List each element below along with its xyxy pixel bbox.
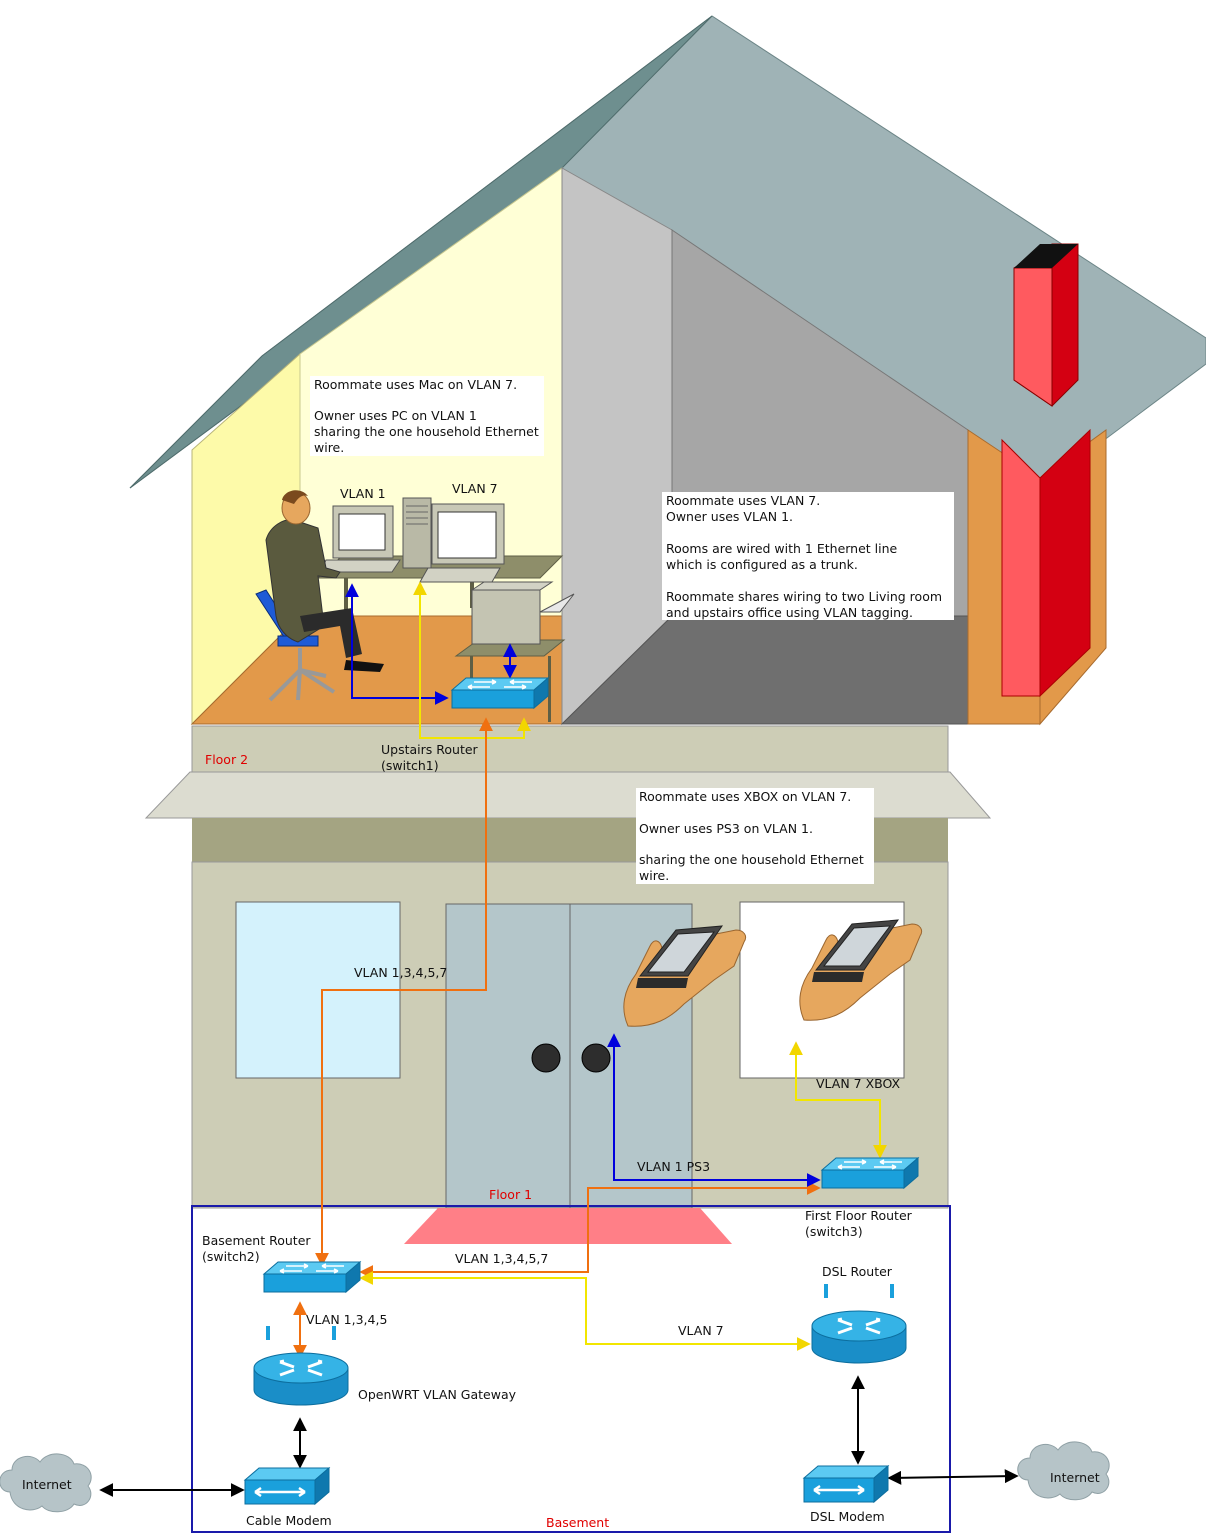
switch-icon [263, 1261, 361, 1293]
trunk-basement-label: VLAN 1,3,4,5,7 [455, 1251, 548, 1266]
vlan1-ps3-label: VLAN 1 PS3 [637, 1159, 710, 1174]
vlan-gateway-link-label: VLAN 1,3,4,5 [306, 1312, 387, 1327]
basement-router-label: Basement Router (switch2) [202, 1233, 315, 1264]
wiring-note-box [662, 492, 954, 620]
switch-icon [821, 1157, 919, 1189]
vlan7-mac-label: VLAN 7 [452, 481, 498, 496]
modem-icon [243, 1466, 331, 1506]
first-floor-router-label: First Floor Router (switch3) [805, 1208, 916, 1239]
modem-icon [802, 1464, 890, 1504]
router-icon [810, 1282, 908, 1365]
basement-label: Basement [546, 1515, 609, 1530]
upstairs-note: Roommate uses Mac on VLAN 7. Owner uses … [314, 377, 543, 455]
cable-modem-label: Cable Modem [246, 1513, 332, 1528]
upstairs-note-box [310, 376, 544, 456]
chimney-icon [1001, 243, 1091, 698]
vlan7-xbox-label: VLAN 7 XBOX [816, 1076, 901, 1091]
openwrt-gateway-label: OpenWRT VLAN Gateway [358, 1387, 517, 1402]
floor1-label: Floor 1 [489, 1187, 532, 1202]
wiring-note: Roommate uses VLAN 7. Owner uses VLAN 1.… [666, 493, 946, 620]
floor2-label: Floor 2 [205, 752, 248, 767]
switch-icon [451, 677, 549, 709]
doormat [404, 1208, 732, 1244]
trunk-upstairs-label: VLAN 1,3,4,5,7 [354, 965, 447, 980]
pc-tower-icon [319, 497, 432, 573]
internet-left-label: Internet [22, 1477, 72, 1492]
consoles-note: Roommate uses XBOX on VLAN 7. Owner uses… [639, 789, 868, 883]
vlan1-pc-label: VLAN 1 [340, 486, 386, 501]
vlan7-dsl-label: VLAN 7 [678, 1323, 724, 1338]
consoles-note-box [636, 788, 874, 884]
internet-right-label: Internet [1050, 1470, 1100, 1485]
dsl-router-label: DSL Router [822, 1264, 893, 1279]
mac-computer-icon [419, 503, 505, 583]
connections [99, 581, 1019, 1497]
upstairs-router-label: Upstairs Router (switch1) [381, 742, 482, 773]
dsl-modem-label: DSL Modem [810, 1509, 885, 1524]
